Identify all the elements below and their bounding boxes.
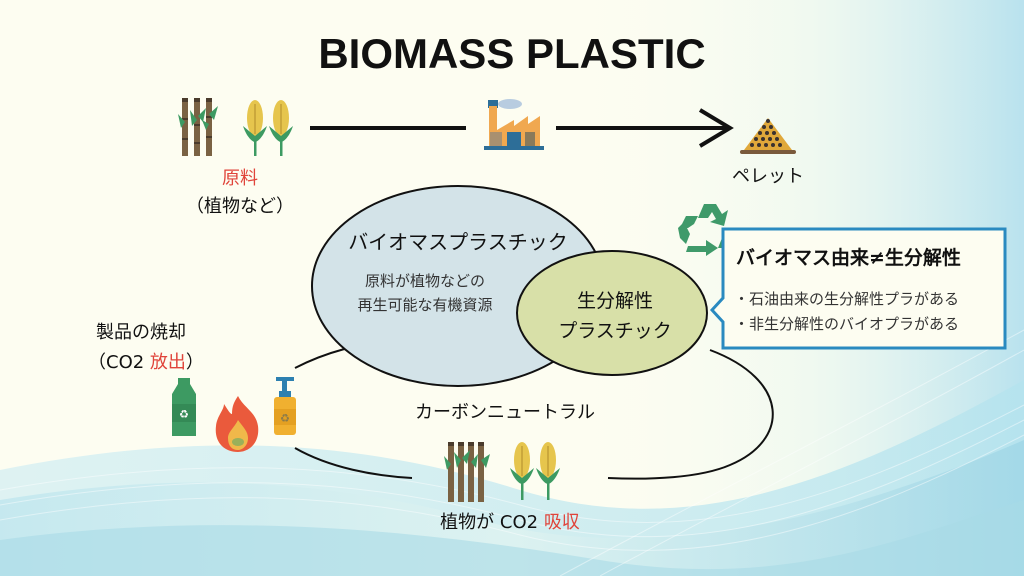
sugarcane-icon <box>178 98 218 156</box>
arrow-head-icon <box>698 108 734 148</box>
incineration-label: 製品の焼却 <box>96 322 186 343</box>
carbon-cycle-arc-left <box>294 447 413 479</box>
callout-title: バイオマス由来≠生分解性 <box>736 247 961 269</box>
biodegradable-plastic-ellipse <box>516 250 708 376</box>
pump-bottle-icon: ♻ <box>274 377 296 435</box>
biodegradable-line2: プラスチック <box>558 320 672 342</box>
carbon-cycle-arc-right <box>607 349 774 480</box>
co2-release-prefix: （CO2 <box>88 352 150 373</box>
co2-absorb-word: 吸収 <box>543 512 580 533</box>
co2-release-suffix: ） <box>185 352 204 373</box>
raw-material-label: 原料 <box>222 168 258 189</box>
factory-icon <box>484 99 544 150</box>
co2-absorb-label: 植物が CO2 吸収 <box>400 508 620 534</box>
bottle-icon: ♻ <box>172 378 196 436</box>
svg-text:♻: ♻ <box>179 408 189 421</box>
callout-item-2: ・非生分解性のバイオプラがある <box>734 315 960 333</box>
raw-material-sublabel: （植物など） <box>186 196 294 217</box>
co2-release-word: 放出 <box>149 352 186 373</box>
biomass-plastic-title: バイオマスプラスチック <box>348 230 568 254</box>
co2-release-label: （CO2 放出） <box>88 348 204 374</box>
biomass-desc-line1: 原料が植物などの <box>364 272 485 290</box>
pellet-pile-icon <box>740 118 796 154</box>
page-title: BIOMASS PLASTIC <box>318 30 706 77</box>
biodegradable-line1: 生分解性 <box>576 290 653 312</box>
svg-text:♻: ♻ <box>280 412 290 425</box>
biomass-desc-line2: 再生可能な有機資源 <box>357 296 493 314</box>
callout-border <box>709 227 1007 350</box>
corn-icon-bottom <box>510 442 560 500</box>
carbon-neutral-label: カーボンニュートラル <box>415 402 595 423</box>
pellet-label: ペレット <box>732 166 804 187</box>
co2-absorb-prefix: 植物が CO2 <box>440 512 544 533</box>
corn-icon <box>243 100 293 156</box>
callout-item-1: ・石油由来の生分解性プラがある <box>734 290 960 308</box>
fire-icon <box>215 396 259 452</box>
sugarcane-icon-bottom <box>444 442 490 502</box>
